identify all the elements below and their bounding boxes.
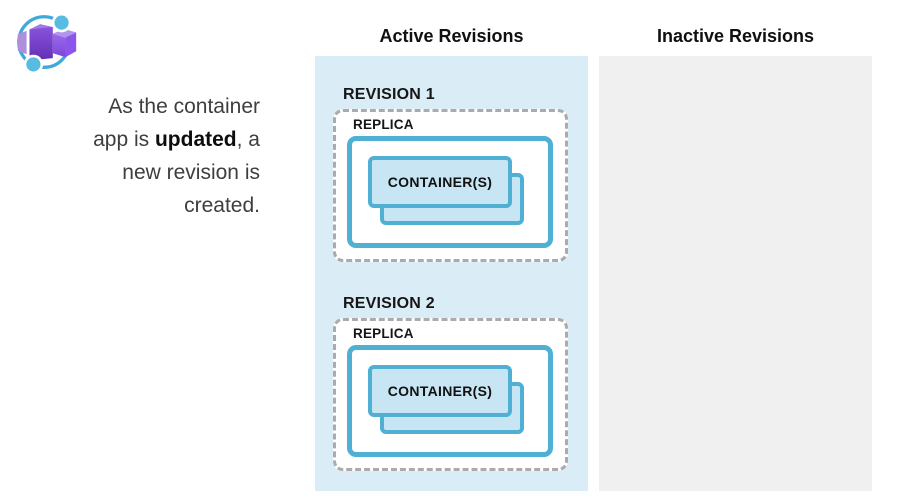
replica-box: CONTAINER(S): [347, 136, 553, 248]
orbit-dot-top: [54, 15, 69, 30]
container-right-top: [52, 28, 77, 38]
container-right-front: [52, 33, 66, 58]
inactive-revisions-panel: [599, 56, 872, 491]
inactive-revisions-header: Inactive Revisions: [656, 26, 815, 46]
active-revisions-panel: REVISION 1 REPLICA CONTAINER(S) REVISION…: [315, 56, 588, 491]
container-right-side: [65, 32, 77, 58]
revision-2-boundary: REPLICA CONTAINER(S): [333, 318, 568, 471]
container-center-front: [29, 26, 53, 61]
container-box-front: CONTAINER(S): [368, 156, 512, 208]
active-revisions-header: Active Revisions: [379, 26, 524, 46]
revision-1-card: REVISION 1 REPLICA CONTAINER(S): [315, 86, 588, 262]
revision-2-card: REVISION 2 REPLICA CONTAINER(S): [315, 295, 588, 471]
intro-line: app is updated, a: [93, 128, 260, 151]
container-apps-icon: [17, 12, 77, 75]
intro-line: new revision is: [122, 161, 260, 184]
intro-bold-word: updated: [154, 128, 237, 151]
container-left-flap: [17, 30, 27, 55]
container-box-front: CONTAINER(S): [368, 365, 512, 417]
container-stack: CONTAINER(S): [352, 141, 548, 243]
orbit-dot-bottom: [26, 57, 41, 72]
revision-2-label: REVISION 2: [343, 295, 435, 312]
intro-line: As the container: [108, 95, 260, 118]
revision-1-label: REVISION 1: [343, 86, 435, 103]
intro-caption: As the container app is updated, a new r…: [30, 90, 260, 222]
intro-line: created.: [184, 194, 260, 217]
container-stack: CONTAINER(S): [352, 350, 548, 452]
replica-label: REPLICA: [353, 326, 414, 341]
replica-label: REPLICA: [353, 117, 414, 132]
revision-1-boundary: REPLICA CONTAINER(S): [333, 109, 568, 262]
replica-box: CONTAINER(S): [347, 345, 553, 457]
